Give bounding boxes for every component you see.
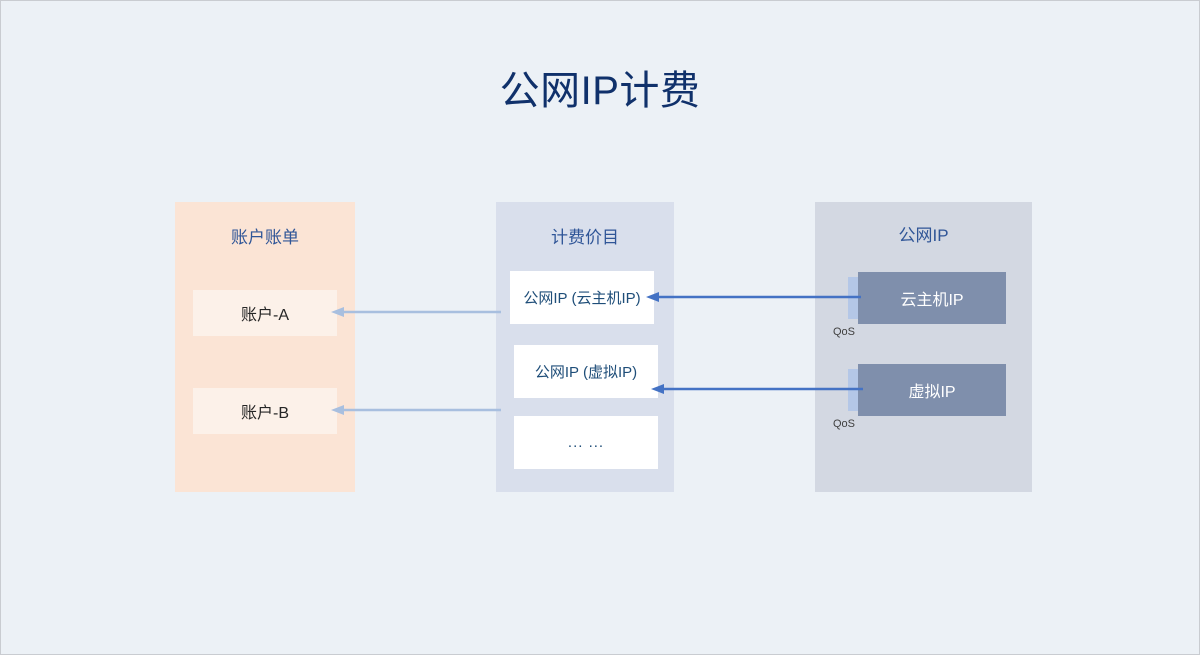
arrow-price-to-account-b bbox=[331, 404, 501, 416]
arrow-cloud-host-ip-to-price bbox=[646, 291, 861, 303]
price-item-virtual-ip[interactable]: 公网IP (虚拟IP) bbox=[514, 345, 658, 398]
public-ip-box-cloud-host[interactable]: 云主机IP bbox=[858, 272, 1006, 324]
account-box-a-label: 账户-A bbox=[240, 307, 289, 324]
account-box-b-label: 账户-B bbox=[240, 405, 289, 422]
qos-label-cloud-host: QoS bbox=[833, 326, 856, 338]
price-item-virtual-ip-label: 公网IP (虚拟IP) bbox=[534, 364, 638, 381]
page-title: 公网IP计费 bbox=[499, 69, 701, 113]
panel-public-ip: 公网IP QoS 云主机IP QoS 虚拟IP bbox=[815, 202, 1032, 492]
panel-price-catalog: 计费价目 公网IP (云主机IP) 公网IP (虚拟IP) ... ... bbox=[496, 202, 674, 492]
public-ip-box-cloud-host-label: 云主机IP bbox=[900, 292, 964, 309]
price-item-more-label: ... ... bbox=[567, 434, 605, 451]
arrow-virtual-ip-to-price bbox=[651, 383, 863, 395]
panel-account-bills-title: 账户账单 bbox=[231, 228, 299, 247]
panel-public-ip-title: 公网IP bbox=[898, 226, 949, 245]
panel-price-catalog-title: 计费价目 bbox=[551, 228, 619, 247]
price-item-cloud-host-ip[interactable]: 公网IP (云主机IP) bbox=[510, 271, 654, 324]
price-item-more[interactable]: ... ... bbox=[514, 416, 658, 469]
price-item-cloud-host-ip-label: 公网IP (云主机IP) bbox=[523, 290, 641, 307]
qos-label-virtual: QoS bbox=[833, 418, 856, 430]
arrow-price-to-account-a bbox=[331, 306, 501, 318]
account-box-b[interactable]: 账户-B bbox=[193, 388, 337, 434]
public-ip-box-virtual-label: 虚拟IP bbox=[908, 384, 956, 401]
panel-account-bills: 账户账单 账户-A 账户-B bbox=[175, 202, 355, 492]
public-ip-box-virtual[interactable]: 虚拟IP bbox=[858, 364, 1006, 416]
account-box-a[interactable]: 账户-A bbox=[193, 290, 337, 336]
